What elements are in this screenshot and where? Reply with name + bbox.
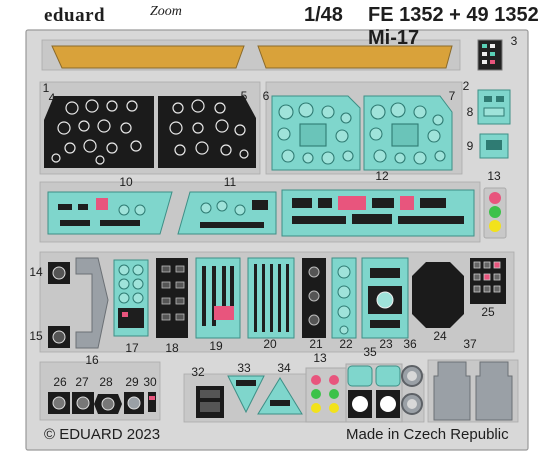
- part-number: 1: [42, 81, 50, 95]
- part-number: 27: [75, 375, 89, 389]
- part-number: 29: [125, 375, 139, 389]
- copyright: © EDUARD 2023: [44, 426, 161, 443]
- panel-part-37a: [433, 361, 471, 421]
- part-number: 8: [466, 105, 474, 119]
- part-number: 25: [481, 305, 495, 319]
- part-number: 12: [375, 169, 389, 183]
- bezels-26-30: [48, 392, 156, 414]
- gauges-left: [51, 99, 142, 165]
- part-number: 37: [463, 337, 477, 351]
- part-number: 19: [209, 339, 223, 353]
- rings-part-36: [401, 365, 423, 415]
- switches-row: [58, 196, 464, 228]
- panel-part-8: [477, 89, 511, 125]
- visor-left: [51, 45, 245, 69]
- part-number: 5: [240, 89, 248, 103]
- gauges-right: [169, 99, 249, 159]
- brand-script: Zoom: [150, 4, 182, 19]
- part-number: 9: [466, 139, 474, 153]
- part-number: 11: [223, 175, 237, 189]
- panel-part-10: [47, 191, 173, 235]
- part-number: 24: [433, 329, 447, 343]
- part-number: 26: [53, 375, 67, 389]
- part-number: 13: [487, 169, 501, 183]
- part-number: 32: [191, 365, 205, 379]
- part-number: 16: [85, 353, 99, 367]
- part-number: 30: [143, 375, 157, 389]
- part-number: 33: [237, 361, 251, 375]
- panel-part-34: [257, 377, 303, 415]
- visor-right: [257, 45, 453, 69]
- bracket-part-16: [75, 257, 109, 349]
- panel-part-24: [412, 262, 464, 328]
- part-number: 34: [277, 361, 291, 375]
- gauges-turquoise: [277, 102, 446, 165]
- panel-part-37b: [475, 361, 513, 421]
- scale-label: 1/48: [304, 4, 343, 26]
- part-number: 23: [379, 337, 393, 351]
- origin: Made in Czech Republic: [346, 426, 509, 443]
- panel-part-12: [281, 189, 475, 237]
- part-number: 22: [339, 337, 353, 351]
- part-number: 3: [510, 34, 518, 48]
- part-number: 15: [29, 329, 43, 343]
- part-number: 35: [363, 345, 377, 359]
- part-number: 14: [29, 265, 43, 279]
- part-number: 7: [448, 89, 456, 103]
- part-number: 13: [313, 351, 327, 365]
- part-number: 21: [309, 337, 323, 351]
- part-number: 18: [165, 341, 179, 355]
- part-number: 17: [125, 341, 139, 355]
- part-number: 6: [262, 89, 270, 103]
- part-number: 28: [99, 375, 113, 389]
- part-number: 2: [462, 79, 470, 93]
- product-code: FE 1352 + 49 1352 Mi-17: [368, 4, 539, 49]
- part-number: 10: [119, 175, 133, 189]
- part-number: 4: [48, 91, 56, 105]
- part-number: 20: [263, 337, 277, 351]
- brand-logo: eduard: [44, 5, 106, 26]
- part-number: 36: [403, 337, 417, 351]
